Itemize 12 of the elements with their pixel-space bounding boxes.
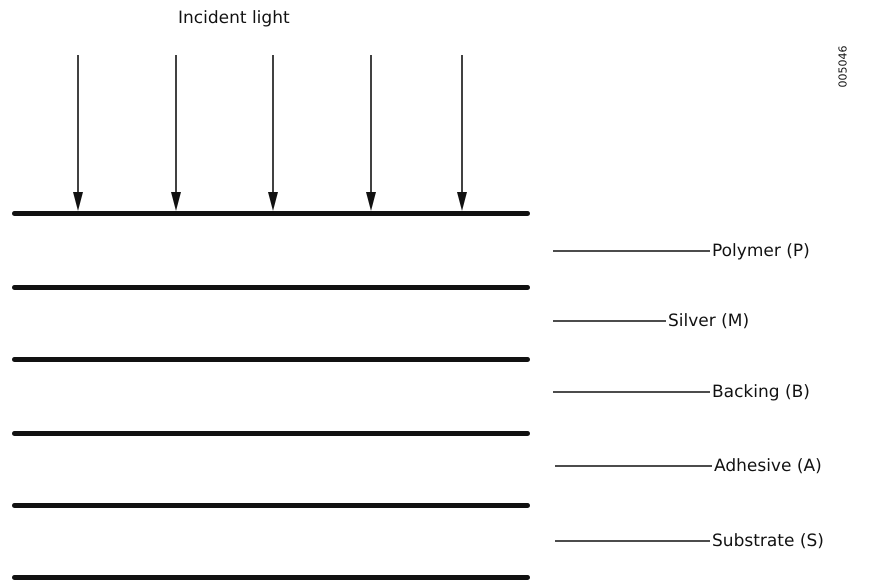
layer-label: Polymer (P) [712,241,810,261]
layer-label: Substrate (S) [712,531,824,551]
layer-label: Silver (M) [668,311,750,331]
figure-code: 005046 [836,46,850,88]
leader-line [555,465,712,467]
leader-line [553,250,710,252]
layer-label: Backing (B) [712,382,810,402]
leader-line [553,391,710,393]
incident-light-label: Incident light [178,8,290,28]
leader-line [553,320,666,322]
layer-label: Adhesive (A) [714,456,822,476]
leader-line [555,540,710,542]
